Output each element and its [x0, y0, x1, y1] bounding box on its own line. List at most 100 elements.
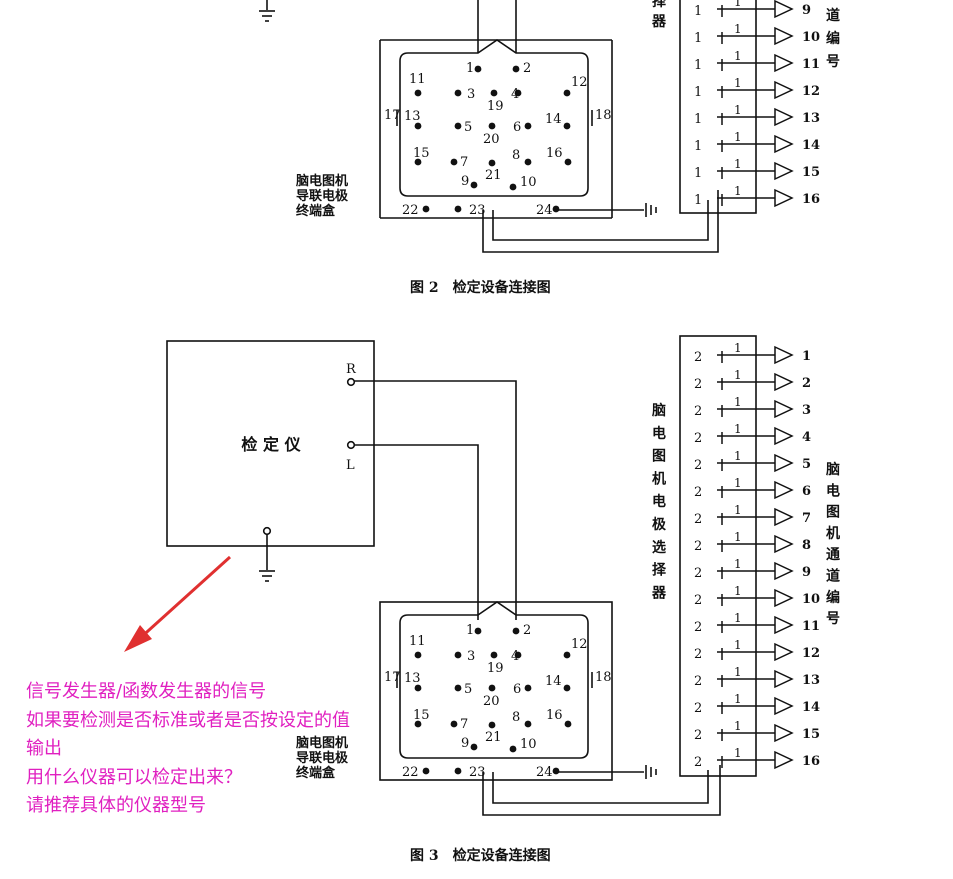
caption-fig3: 图 3 检定设备连接图: [410, 847, 551, 864]
pin-label: 23: [469, 765, 486, 780]
channel-number: 6: [802, 484, 811, 499]
channel-number: 4: [802, 430, 811, 445]
pin-label: 9: [461, 174, 469, 189]
selector-row-number: 2: [694, 647, 702, 662]
vertical-label-char: 图: [826, 505, 840, 521]
selector-pin-label: 1: [734, 611, 742, 625]
pin-dot: [514, 651, 522, 659]
pin-label: 21: [485, 730, 502, 745]
pin-label: 9: [461, 736, 469, 751]
pin-label: 6: [513, 682, 521, 697]
selector-pin-label: 1: [734, 184, 742, 198]
amplifier-triangle: [774, 0, 794, 19]
vertical-label-char: 通: [826, 547, 840, 563]
pin-label: 14: [545, 674, 562, 689]
pin-dot: [414, 651, 422, 659]
selector-row-number: 2: [694, 674, 702, 689]
vertical-label-char: 机: [652, 470, 666, 487]
channel-number: 15: [802, 727, 820, 742]
pin-label: 3: [467, 87, 475, 102]
amplifier-triangle: [774, 561, 794, 581]
pin-dot: [512, 65, 520, 73]
pin-dot: [524, 720, 532, 728]
selector-pin-label: 1: [734, 103, 742, 117]
vertical-label-char: 编: [826, 30, 840, 47]
annotation-line: 如果要检测是否标准或者是否按设定的值: [26, 709, 350, 731]
pin-label: 18: [595, 108, 612, 123]
pin-dot: [564, 720, 572, 728]
amplifier-triangle: [774, 134, 794, 154]
vertical-label-char: 编: [826, 589, 840, 606]
channel-number: 3: [802, 403, 811, 418]
vertical-label-char: 号: [826, 54, 840, 70]
pin-label: 19: [487, 661, 504, 676]
vertical-label-char: 道: [826, 7, 840, 24]
pin-dot: [509, 745, 517, 753]
terminal-ground: [262, 526, 272, 536]
amplifier-triangle: [774, 188, 794, 208]
amplifier-triangle: [774, 426, 794, 446]
amplifier-triangle: [774, 53, 794, 73]
channel-number: 5: [802, 457, 811, 472]
channel-number: 1: [802, 349, 811, 364]
pin-label: 7: [460, 717, 468, 732]
terminal-r: [346, 377, 356, 387]
selector-pin-label: 1: [734, 719, 742, 733]
selector-row-number: 1: [694, 166, 702, 181]
pin-dot: [454, 205, 462, 213]
selector-pin-label: 1: [734, 638, 742, 652]
selector-row-number: 2: [694, 485, 702, 500]
selector-pin-label: 1: [734, 665, 742, 679]
amplifier-triangle: [774, 696, 794, 716]
pin-dot: [488, 122, 496, 130]
vertical-label-char: 电: [652, 425, 666, 442]
pin-dot: [564, 158, 572, 166]
selector-pin-label: 1: [734, 476, 742, 490]
pin-dot: [524, 158, 532, 166]
selector-pin-label: 1: [734, 692, 742, 706]
pin-dot: [563, 651, 571, 659]
pin-label: 20: [483, 132, 500, 147]
pin-dot: [454, 122, 462, 130]
selector-pin-label: 1: [734, 157, 742, 171]
selector-pin-label: 1: [734, 530, 742, 544]
selector-row-number: 2: [694, 728, 702, 743]
selector-fig3: 2112122132142152162172182192110211121122…: [694, 341, 820, 770]
pin-label: 15: [413, 146, 430, 161]
channel-label-fig2: 道编号: [826, 7, 840, 70]
pin-label: 5: [464, 682, 472, 697]
vertical-label-char: 极: [652, 516, 667, 533]
terminal-box-label: 终端盒: [296, 203, 336, 219]
annotation-line: 请推荐具体的仪器型号: [26, 795, 206, 816]
pin-dot: [514, 89, 522, 97]
instrument-l-label: L: [346, 458, 355, 473]
terminal-box-label: 终端盒: [296, 765, 336, 781]
annotation-line: 信号发生器/函数发生器的信号: [26, 681, 267, 702]
amplifier-triangle: [774, 750, 794, 770]
channel-number: 9: [802, 3, 811, 18]
amplifier-triangle: [774, 642, 794, 662]
amplifier-triangle: [774, 453, 794, 473]
channel-number: 11: [802, 619, 820, 634]
pin-label: 4: [511, 87, 519, 102]
pin-dot: [563, 89, 571, 97]
selector-row-number: 2: [694, 539, 702, 554]
selector-pin-label: 1: [734, 341, 742, 355]
channel-number: 7: [802, 511, 811, 526]
amplifier-triangle: [774, 588, 794, 608]
pin-dot: [414, 89, 422, 97]
pin-dot: [488, 159, 496, 167]
pin-label: 1: [466, 623, 474, 638]
selector-row-number: 2: [694, 404, 702, 419]
pin-label: 10: [520, 737, 537, 752]
pin-dot: [552, 767, 560, 775]
selector-row-number: 1: [694, 112, 702, 127]
selector-pin-label: 1: [734, 395, 742, 409]
selector-row-number: 1: [694, 85, 702, 100]
amplifier-triangle: [774, 161, 794, 181]
pin-dot: [512, 627, 520, 635]
selector-row-number: 1: [694, 193, 702, 208]
